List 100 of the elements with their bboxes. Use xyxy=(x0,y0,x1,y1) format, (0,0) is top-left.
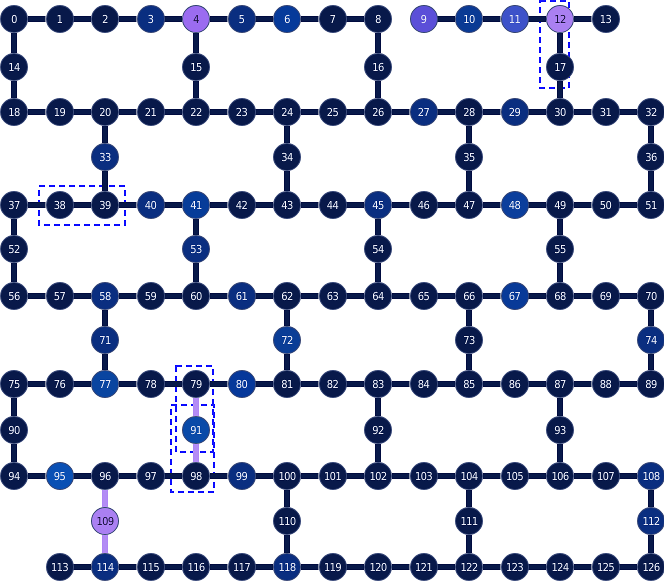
qubit-node: 41 xyxy=(182,191,210,219)
coupling-line xyxy=(284,171,290,191)
qubit-node: 68 xyxy=(546,282,574,310)
qubit-node: 12 xyxy=(546,5,574,33)
coupling-line xyxy=(301,564,318,570)
qubit-node: 19 xyxy=(46,98,74,126)
qubit-node: 50 xyxy=(592,191,620,219)
coupling-line xyxy=(256,109,273,115)
coupling-line xyxy=(528,473,546,479)
coupling-line xyxy=(438,202,455,208)
coupling-line xyxy=(301,109,318,115)
qubit-node: 28 xyxy=(455,98,483,126)
coupling-line xyxy=(346,202,364,208)
qubit-node: 101 xyxy=(318,462,346,490)
coupling-line xyxy=(620,564,637,570)
coupling-line xyxy=(375,444,381,462)
coupling-line xyxy=(74,16,91,22)
coupling-line xyxy=(119,473,136,479)
coupling-line xyxy=(528,109,546,115)
qubit-node: 36 xyxy=(637,143,664,171)
qubit-node: 38 xyxy=(46,191,74,219)
qubit-node: 9 xyxy=(410,5,438,33)
coupling-line xyxy=(210,202,228,208)
qubit-node: 34 xyxy=(273,143,301,171)
coupling-line xyxy=(11,263,17,282)
coupling-line xyxy=(466,354,472,370)
qubit-node: 23 xyxy=(228,98,256,126)
qubit-node: 55 xyxy=(546,235,574,263)
qubit-node: 3 xyxy=(136,5,164,33)
qubit-node: 35 xyxy=(455,143,483,171)
coupling-line xyxy=(392,473,410,479)
coupling-line xyxy=(375,33,381,53)
coupling-line xyxy=(301,202,318,208)
qubit-node: 58 xyxy=(91,282,119,310)
qubit-node: 21 xyxy=(136,98,164,126)
qubit-node: 69 xyxy=(592,282,620,310)
coupling-line xyxy=(528,16,546,22)
qubit-node: 115 xyxy=(136,553,164,581)
coupling-line xyxy=(256,473,273,479)
coupling-line xyxy=(74,293,91,299)
qubit-node: 47 xyxy=(455,191,483,219)
qubit-node: 94 xyxy=(0,462,28,490)
coupling-line xyxy=(528,564,546,570)
coupling-line xyxy=(119,564,136,570)
qubit-node: 84 xyxy=(410,370,438,398)
coupling-line xyxy=(164,293,182,299)
coupling-line xyxy=(11,219,17,235)
qubit-node: 96 xyxy=(91,462,119,490)
qubit-node: 83 xyxy=(364,370,392,398)
coupling-line xyxy=(164,16,182,22)
coupling-line xyxy=(483,16,500,22)
qubit-node: 44 xyxy=(318,191,346,219)
qubit-node: 81 xyxy=(273,370,301,398)
qubit-node: 51 xyxy=(637,191,664,219)
qubit-node: 122 xyxy=(455,553,483,581)
coupling-line xyxy=(557,219,563,235)
qubit-node: 43 xyxy=(273,191,301,219)
qubit-node: 98 xyxy=(182,462,210,490)
qubit-node: 73 xyxy=(455,326,483,354)
qubit-node: 102 xyxy=(364,462,392,490)
qubit-node: 110 xyxy=(273,507,301,535)
qubit-node: 32 xyxy=(637,98,664,126)
qubit-node: 124 xyxy=(546,553,574,581)
coupling-line xyxy=(164,381,182,387)
qubit-node: 61 xyxy=(228,282,256,310)
coupling-line xyxy=(392,381,410,387)
qubit-node: 8 xyxy=(364,5,392,33)
coupling-line xyxy=(193,219,199,235)
coupling-line xyxy=(557,81,563,98)
qubit-node: 31 xyxy=(592,98,620,126)
qubit-node: 5 xyxy=(228,5,256,33)
coupling-line xyxy=(28,109,46,115)
qubit-node: 80 xyxy=(228,370,256,398)
coupling-line xyxy=(284,535,290,553)
coupling-line xyxy=(210,564,228,570)
coupling-line xyxy=(102,126,108,143)
coupling-line xyxy=(28,202,46,208)
qubit-node: 99 xyxy=(228,462,256,490)
qubit-node: 22 xyxy=(182,98,210,126)
qubit-node: 77 xyxy=(91,370,119,398)
qubit-node: 59 xyxy=(136,282,164,310)
qubit-node: 92 xyxy=(364,416,392,444)
coupling-line xyxy=(28,16,46,22)
coupling-line xyxy=(164,109,182,115)
coupling-line xyxy=(193,81,199,98)
coupling-line xyxy=(119,381,136,387)
coupling-line xyxy=(301,473,318,479)
coupling-line xyxy=(466,126,472,143)
qubit-node: 62 xyxy=(273,282,301,310)
coupling-line xyxy=(28,473,46,479)
coupling-line xyxy=(102,171,108,191)
qubit-node: 18 xyxy=(0,98,28,126)
qubit-node: 45 xyxy=(364,191,392,219)
coupling-line xyxy=(74,564,91,570)
coupling-line xyxy=(483,564,500,570)
qubit-node: 13 xyxy=(592,5,620,33)
coupling-line xyxy=(557,398,563,416)
coupling-line xyxy=(438,473,455,479)
coupling-line xyxy=(284,310,290,326)
coupling-line xyxy=(74,381,91,387)
